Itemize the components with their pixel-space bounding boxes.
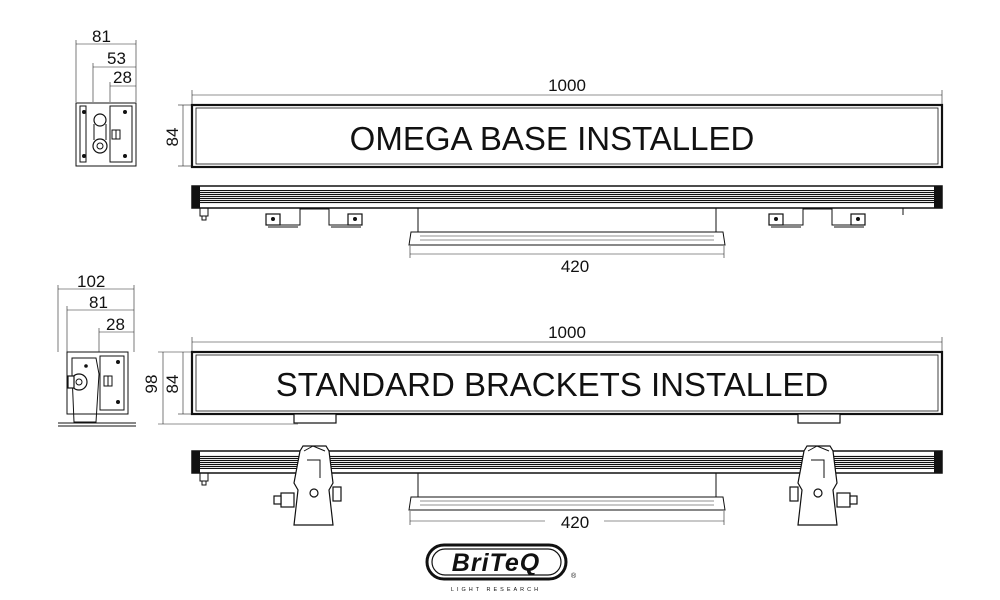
drawing-omega-base: 81 53 28 [75, 27, 944, 276]
drawing-standard-brackets: 102 81 28 [57, 272, 944, 532]
dim-side-inner-2: 28 [106, 315, 125, 334]
base-plate-1 [408, 208, 726, 246]
side-view-bracket [58, 351, 136, 427]
dim-front-height-1: 84 [163, 104, 194, 167]
dim-side-width: 81 [92, 27, 111, 46]
front-view-label: OMEGA BASE INSTALLED [350, 120, 755, 157]
side-view-bracket-dimensions: 102 81 28 [57, 272, 135, 352]
omega-clamp-left [265, 208, 363, 228]
dim-side-mid-2: 81 [89, 293, 108, 312]
bracket-left [273, 445, 342, 526]
dim-side-width-2: 102 [77, 272, 105, 291]
omega-clamp-right [768, 208, 866, 228]
dim-front-height-value: 84 [163, 375, 182, 394]
dim-length-1: 1000 [191, 76, 943, 106]
dim-base-span-value: 420 [561, 513, 589, 532]
base-plate-2 [408, 473, 726, 511]
logo-tagline: LIGHT RESEARCH [451, 587, 541, 593]
side-view-omega-dimensions: 81 53 28 [75, 27, 137, 102]
dim-length: 1000 [548, 76, 586, 95]
dim-front-height-2: 98 84 [142, 351, 298, 425]
dim-base-span-2: 420 [409, 511, 725, 532]
mounting-clamp-icon [273, 445, 858, 526]
omega-base-icon [92, 113, 121, 154]
briteq-logo-icon: BriTeQ ® LIGHT RESEARCH [425, 543, 577, 593]
top-view-bracket [191, 445, 943, 526]
dim-front-height: 84 [163, 128, 182, 147]
logo-registered: ® [571, 572, 577, 580]
dim-base-span: 420 [561, 257, 589, 276]
front-view-bracket: STANDARD BRACKETS INSTALLED [190, 350, 944, 424]
dim-base-span-1: 420 [409, 246, 725, 276]
top-view-omega [191, 185, 943, 246]
dim-side-mid: 53 [107, 49, 126, 68]
logo-wordmark: BriTeQ [452, 549, 540, 577]
dim-length-2: 1000 [191, 323, 943, 353]
front-view-label-2: STANDARD BRACKETS INSTALLED [276, 366, 829, 403]
front-view-omega: OMEGA BASE INSTALLED [190, 103, 944, 169]
dim-total-height: 98 [142, 375, 161, 394]
dim-length-value: 1000 [548, 323, 586, 342]
bracket-right [789, 445, 858, 526]
dim-side-inner: 28 [113, 68, 132, 87]
side-view-omega [75, 102, 137, 167]
bracket-icon [67, 357, 113, 423]
